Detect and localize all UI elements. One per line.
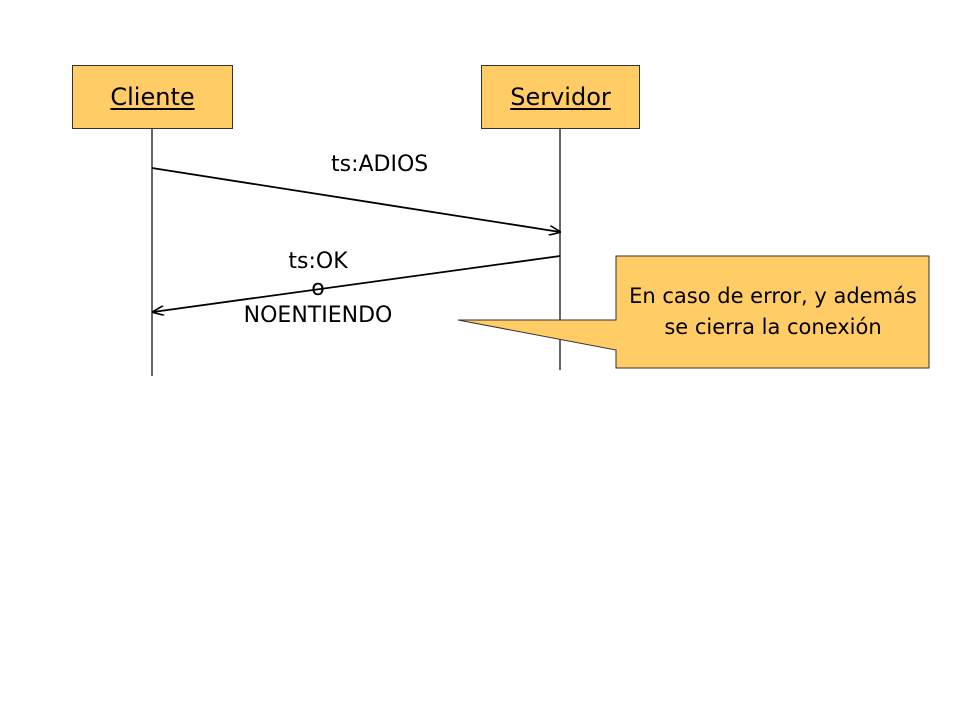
client-actor-box: Cliente	[72, 65, 233, 129]
adios-arrow	[151, 167, 560, 232]
reply-line-noentiendo: NOENTIENDO	[243, 303, 393, 328]
reply-line-ok: ts:OK	[288, 249, 348, 274]
server-actor-box: Servidor	[481, 65, 640, 129]
adios-message-label: ts:ADIOS	[331, 152, 429, 177]
reply-arrow	[153, 255, 561, 312]
client-actor-label: Cliente	[110, 83, 195, 111]
note-text: En caso de error, y además se cierra la …	[629, 284, 917, 339]
reply-message-label: ts:OK o NOENTIENDO	[226, 248, 410, 329]
server-actor-label: Servidor	[510, 83, 611, 111]
reply-line-o: o	[311, 276, 325, 301]
note-callout	[457, 255, 930, 369]
